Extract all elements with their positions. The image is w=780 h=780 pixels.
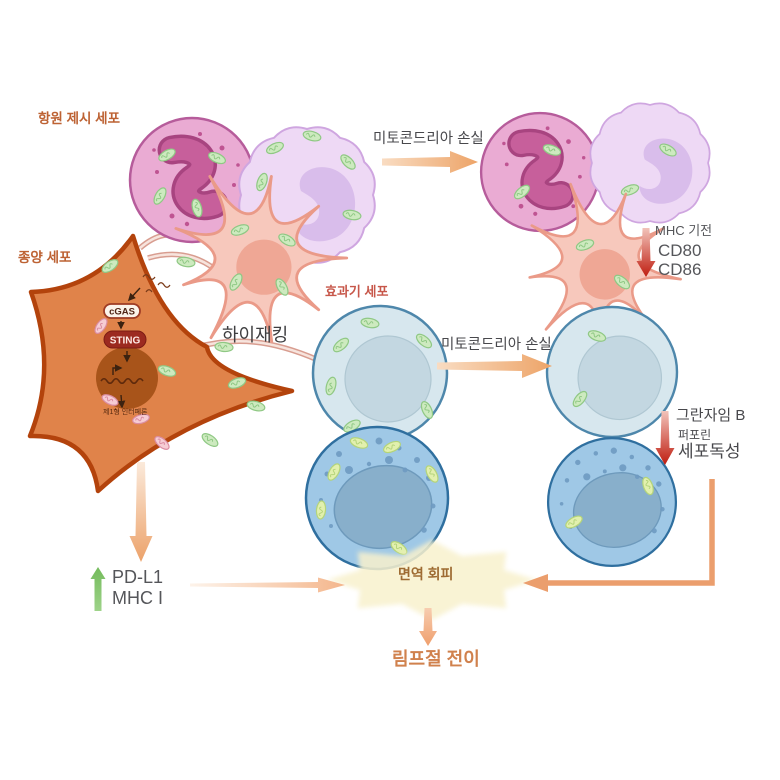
effector-cell-top-right (545, 305, 679, 439)
label-cytotoxicity: 세포독성 (678, 442, 741, 461)
effector-cell-top-left (311, 304, 449, 442)
arrow-mhc-down-red (636, 228, 656, 277)
label-lymph-node-metastasis: 림프절 전이 (392, 649, 480, 669)
label-granzyme-b: 그란자임 B (676, 407, 746, 424)
label-mitochondria-loss-top: 미토콘드리아 손실 (373, 131, 484, 147)
sting-label: STING (110, 336, 141, 347)
arrow-pdl1-up-green (90, 567, 106, 611)
arrow-evasion-down (419, 608, 437, 646)
dna-to-cgas-arrow-icon (127, 287, 141, 302)
label-immune-evasion: 면역 회피 (398, 566, 454, 582)
label-effector-cells: 효과기 세포 (325, 284, 389, 299)
effector-cell-bottom-right (546, 436, 678, 568)
cytosolic-dna-fragments (142, 274, 171, 293)
arrow-evasion-left-in (190, 577, 345, 593)
arrow-tumor-down (129, 462, 153, 562)
label-pd-l1: PD-L1 (112, 567, 164, 587)
cgas-pill (103, 303, 141, 319)
label-tumor-cell: 종양 세포 (18, 250, 72, 265)
apc-monocyte-right (589, 102, 711, 224)
label-cd80: CD80 (658, 241, 702, 260)
nucleus-to-interferon-arrow-icon (117, 394, 126, 409)
label-perforin: 퍼포린 (678, 428, 712, 442)
cgas-label: cGAS (109, 307, 135, 318)
arrow-granzyme-down-red (655, 411, 675, 465)
arrow-mito-loss-mid (437, 354, 552, 378)
arrow-evasion-right-in (523, 479, 715, 592)
label-cd86: CD86 (658, 260, 702, 279)
label-antigen-presenting-cells: 항원 제시 세포 (38, 111, 121, 126)
label-mhc-pathway: MHC 기전 (655, 223, 713, 238)
label-mitochondria-loss-mid: 미토콘드리아 손실 (441, 337, 552, 353)
label-type1-interferon: 제1형 인터페론 (103, 409, 148, 416)
transcription-arrow-icon (112, 364, 123, 375)
tumor-cell-body (27, 233, 295, 494)
label-hijacking: 하이재킹 (222, 325, 289, 345)
mitochondria-icon (199, 430, 221, 450)
nuclear-dna-strand (100, 377, 144, 385)
tumor-cell: cGAS STING (27, 233, 295, 494)
arrow-mito-loss-top (382, 151, 478, 173)
immune-evasion-starburst (327, 540, 537, 620)
label-mhc-i: MHC I (112, 588, 163, 608)
sting-pill (103, 330, 147, 349)
tumor-nucleus (96, 347, 158, 409)
